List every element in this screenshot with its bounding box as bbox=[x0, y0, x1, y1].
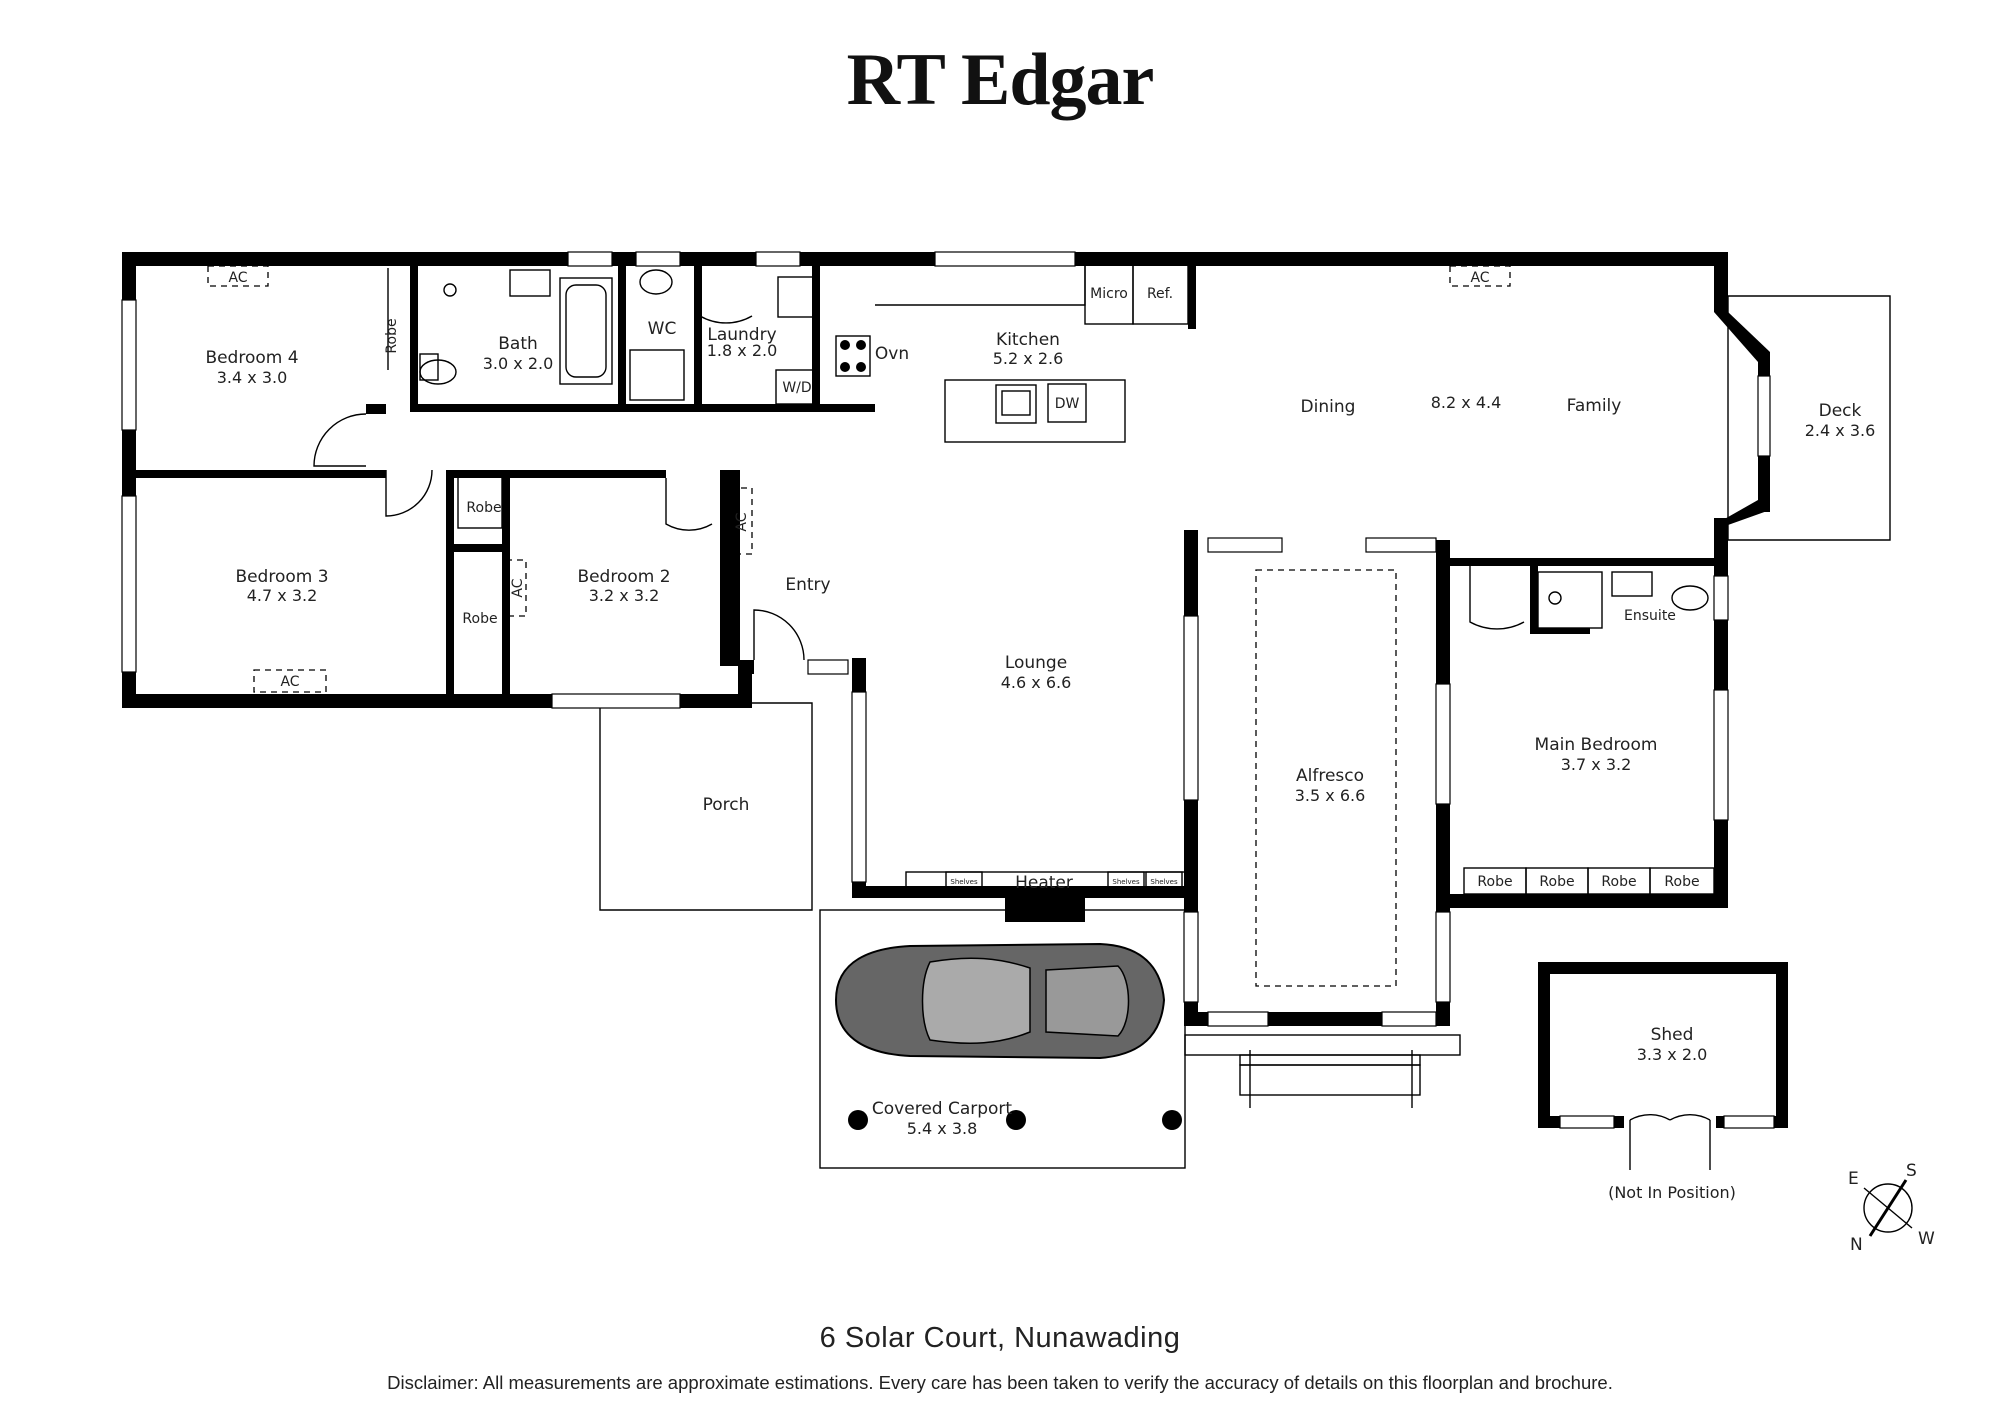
robe-label-bedroom2: Robe bbox=[466, 500, 501, 516]
micro-label: Micro bbox=[1090, 286, 1128, 302]
size-bath: 3.0 x 2.0 bbox=[483, 354, 554, 373]
bedroom2-robe-box bbox=[457, 473, 503, 529]
label-shed: Shed bbox=[1651, 1025, 1694, 1045]
label-dining: Dining bbox=[1301, 397, 1356, 417]
robe-label-4: Robe bbox=[1664, 874, 1699, 890]
alfresco-steps bbox=[1184, 1034, 1461, 1108]
compass-icon bbox=[1863, 1179, 1913, 1237]
compass-s: S bbox=[1906, 1161, 1917, 1181]
car-icon bbox=[834, 942, 1166, 1060]
label-family: Family bbox=[1567, 396, 1622, 416]
ac-units bbox=[207, 265, 1511, 693]
label-entry: Entry bbox=[785, 575, 830, 595]
label-bedroom2: Bedroom 2 bbox=[577, 567, 670, 587]
fridge-label: Ref. bbox=[1147, 286, 1173, 302]
ac-label-dining: AC bbox=[1470, 270, 1489, 286]
robe-label-bedroom3: Robe bbox=[462, 611, 497, 627]
label-porch: Porch bbox=[703, 795, 750, 815]
shelves-label-1: Shelves bbox=[950, 878, 978, 886]
washer-dryer-label: W/D bbox=[782, 380, 811, 396]
shed-note: (Not In Position) bbox=[1608, 1183, 1736, 1202]
deck-outline bbox=[1727, 295, 1891, 541]
doors bbox=[313, 264, 1711, 1170]
robe-label-3: Robe bbox=[1601, 874, 1636, 890]
shelves-label-3: Shelves bbox=[1150, 878, 1178, 886]
ac-label-entry: AC bbox=[734, 512, 750, 531]
robe-label-1: Robe bbox=[1477, 874, 1512, 890]
ac-label-bedroom2: AC bbox=[510, 578, 526, 597]
label-ensuite: Ensuite bbox=[1624, 608, 1676, 624]
label-carport: Covered Carport bbox=[872, 1099, 1013, 1119]
size-dining-family: 8.2 x 4.4 bbox=[1431, 393, 1502, 412]
dishwasher-label: DW bbox=[1055, 396, 1080, 412]
size-main-bedroom: 3.7 x 3.2 bbox=[1561, 755, 1632, 774]
shed bbox=[1538, 962, 1788, 1129]
size-bedroom2: 3.2 x 3.2 bbox=[589, 586, 660, 605]
ensuite-fixtures bbox=[1537, 571, 1709, 629]
robe-label-bedroom4: Robe bbox=[384, 318, 400, 353]
size-bedroom4: 3.4 x 3.0 bbox=[217, 368, 288, 387]
brand-logo: RT Edgar bbox=[846, 39, 1155, 121]
size-deck: 2.4 x 3.6 bbox=[1805, 421, 1876, 440]
label-main-bedroom: Main Bedroom bbox=[1535, 735, 1658, 755]
carport-posts bbox=[848, 1110, 1182, 1130]
label-laundry: Laundry bbox=[707, 325, 776, 345]
property-address: 6 Solar Court, Nunawading bbox=[819, 1322, 1181, 1354]
interior-walls bbox=[136, 264, 1716, 694]
heater-label: Heater bbox=[1015, 873, 1073, 893]
label-wc: WC bbox=[648, 319, 677, 339]
compass-n: N bbox=[1850, 1235, 1863, 1255]
robe-label-2: Robe bbox=[1539, 874, 1574, 890]
label-lounge: Lounge bbox=[1005, 653, 1067, 673]
label-kitchen: Kitchen bbox=[996, 330, 1060, 350]
kitchen-fixtures bbox=[775, 263, 1189, 443]
ac-label-bedroom3: AC bbox=[280, 674, 299, 690]
heater-unit bbox=[905, 871, 1187, 891]
size-shed: 3.3 x 2.0 bbox=[1637, 1045, 1708, 1064]
oven-label: Ovn bbox=[875, 344, 909, 364]
size-alfresco: 3.5 x 6.6 bbox=[1295, 786, 1366, 805]
disclaimer-text: Disclaimer: All measurements are approxi… bbox=[387, 1372, 1613, 1393]
label-bedroom4: Bedroom 4 bbox=[205, 348, 298, 368]
bath-fixtures bbox=[419, 269, 685, 401]
windows bbox=[121, 251, 1771, 1027]
label-alfresco: Alfresco bbox=[1296, 766, 1364, 786]
label-deck: Deck bbox=[1819, 401, 1862, 421]
shelves-label-2: Shelves bbox=[1112, 878, 1140, 886]
label-bath: Bath bbox=[498, 334, 538, 354]
size-laundry: 1.8 x 2.0 bbox=[707, 341, 778, 360]
alfresco-pergola bbox=[1255, 569, 1397, 987]
ac-label-bedroom4: AC bbox=[228, 270, 247, 286]
size-kitchen: 5.2 x 2.6 bbox=[993, 349, 1064, 368]
label-bedroom3: Bedroom 3 bbox=[235, 567, 328, 587]
compass-e: E bbox=[1848, 1169, 1859, 1189]
size-bedroom3: 4.7 x 3.2 bbox=[247, 586, 318, 605]
size-lounge: 4.6 x 6.6 bbox=[1001, 673, 1072, 692]
main-bedroom-robes bbox=[1463, 867, 1715, 895]
size-carport: 5.4 x 3.8 bbox=[907, 1119, 978, 1138]
compass-w: W bbox=[1918, 1229, 1935, 1249]
